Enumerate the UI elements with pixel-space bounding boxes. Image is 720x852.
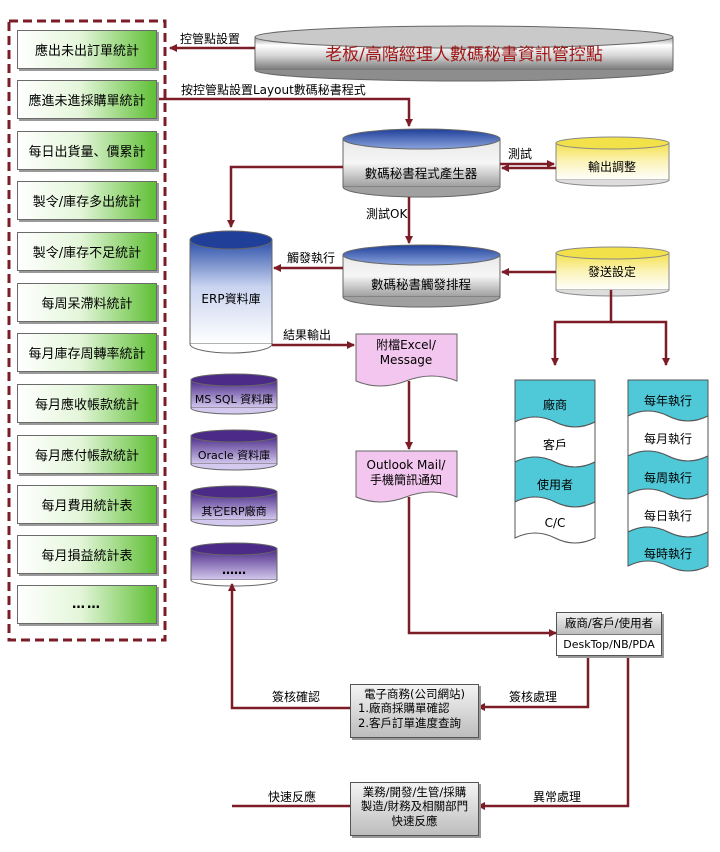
sidebar-item: …… <box>17 585 157 624</box>
attachment-line-2: Message <box>379 353 433 367</box>
sidebar-item: 每月應收帳款統計 <box>17 384 157 423</box>
frequency-item: 每周執行 <box>643 471 693 485</box>
label-approve-process: 簽核處理 <box>509 690 558 704</box>
scheduler-label: 數碼秘書觸發排程 <box>370 277 472 292</box>
arrow-generator-to-erp <box>227 165 343 228</box>
label-test-ok: 測試OK <box>366 207 408 221</box>
other-erp-cylinder <box>190 485 278 527</box>
recipient-item: C/C <box>544 516 566 530</box>
arrow-layout-program <box>155 97 413 127</box>
label-layout-program: 按控管點設置Layout數碼秘書程式 <box>181 83 366 97</box>
output-adjust-label: 輸出調整 <box>587 160 637 174</box>
more-db-cylinder <box>190 542 278 587</box>
ecommerce-line-2: 2.客戶訂單進度查詢 <box>358 715 461 730</box>
sidebar-frame <box>7 19 167 642</box>
arrow-approve-process <box>477 655 590 711</box>
oracle-label: Oracle 資料庫 <box>197 449 271 462</box>
attachment-document <box>355 333 458 387</box>
arrow-exception-process <box>477 655 630 810</box>
sidebar-item: 製令/庫存多出統計 <box>17 181 157 220</box>
label-exception-process: 異常處理 <box>533 790 582 804</box>
frequency-item: 每日執行 <box>643 509 693 523</box>
attachment-line-1: 附檔Excel/ <box>376 338 436 352</box>
departments-line-2: 製造/財務及相關部門 <box>360 799 469 814</box>
arrow-send-split-right <box>611 320 670 366</box>
erp-db-cylinder <box>189 230 273 354</box>
recipients-devices: DeskTop/NB/PDA <box>563 638 655 651</box>
sidebar-item: 製令/庫存不足統計 <box>17 232 157 271</box>
recipient-item: 客戶 <box>542 438 568 452</box>
label-control-point-setup: 控管點設置 <box>180 32 241 46</box>
ecommerce-title: 電子商務(公司網站) <box>364 687 465 701</box>
recipient-item: 廠商 <box>542 398 568 412</box>
recipients-box: 廠商/客戶/使用者 DeskTop/NB/PDA <box>556 612 662 656</box>
label-approve-confirm: 簽核確認 <box>272 690 321 704</box>
label-trigger-run: 觸發執行 <box>287 251 336 265</box>
arrow-send-split <box>551 290 613 366</box>
sidebar-item: 應出未出訂單統計 <box>17 30 157 69</box>
send-setting-label: 發送設定 <box>587 265 637 279</box>
sidebar-item: 每月庫存周轉率統計 <box>17 333 157 372</box>
notification-line-1: Outlook Mail/ <box>366 458 446 472</box>
notification-line-2: 手機簡訊通知 <box>369 473 443 487</box>
sidebar-item: 每月費用統計表 <box>17 485 157 524</box>
sidebar-item: 每月損益統計表 <box>17 535 157 574</box>
departments-line-1: 業務/開發/生管/採購 <box>362 785 467 799</box>
sidebar-item: 每周呆滯料統計 <box>17 283 157 322</box>
sidebar-item: 每月應付帳款統計 <box>17 435 157 474</box>
sidebar-item: 每日出貨量、價累計 <box>17 131 157 170</box>
generator-label: 數碼秘書程式產生器 <box>364 166 478 181</box>
ecommerce-line-1: 1.廠商採購單確認 <box>358 701 450 716</box>
erp-db-label: ERP資料庫 <box>201 292 261 306</box>
page-title: 老板/高階經理人數碼秘書資訊管控點 <box>325 45 603 65</box>
output-adjust-cylinder <box>555 136 670 187</box>
title-banner <box>254 25 674 82</box>
sidebar-item: 應進未進採購單統計 <box>17 80 157 119</box>
other-erp-label: 其它ERP廠商 <box>201 505 267 518</box>
label-result-output: 結果輸出 <box>283 328 332 342</box>
frequency-item: 每月執行 <box>643 432 693 446</box>
departments-box: 業務/開發/生管/採購 製造/財務及相關部門 快速反應 <box>350 782 479 836</box>
arrow-notify-to-recipients <box>407 497 557 637</box>
frequency-item: 每時執行 <box>643 547 693 561</box>
ms-sql-cylinder <box>190 373 278 415</box>
recipients-header: 廠商/客戶/使用者 <box>557 613 661 635</box>
recipient-item: 使用者 <box>536 478 574 492</box>
scheduler-cylinder <box>342 244 501 308</box>
generator-cylinder <box>342 128 501 198</box>
recipient-list-banner <box>514 379 596 544</box>
frequency-list-banner <box>627 379 709 572</box>
ecommerce-box: 電子商務(公司網站) 1.廠商採購單確認 2.客戶訂單進度查詢 <box>350 684 479 738</box>
frequency-item: 每年執行 <box>643 394 693 408</box>
oracle-cylinder <box>190 429 278 471</box>
label-quick-feedback: 快速反應 <box>268 790 317 804</box>
departments-line-3: 快速反應 <box>391 813 438 828</box>
ms-sql-label: MS SQL 資料庫 <box>194 393 274 406</box>
label-test: 測試 <box>508 147 533 161</box>
notification-document <box>355 450 458 503</box>
arrow-approve-confirm <box>228 583 350 710</box>
more-db-label: …… <box>222 563 246 577</box>
